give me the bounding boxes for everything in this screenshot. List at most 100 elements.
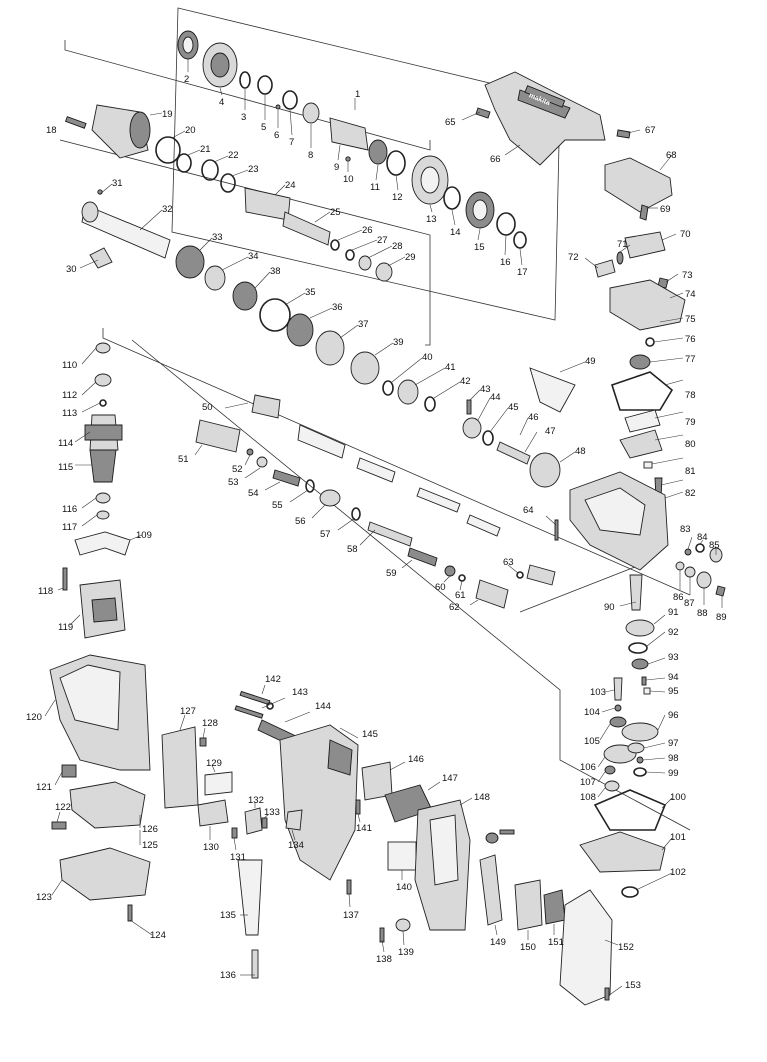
- part-86: [675, 561, 685, 571]
- label-52: 52: [232, 464, 243, 475]
- part-150: [514, 879, 543, 931]
- label-91: 91: [668, 607, 679, 618]
- part-102: [621, 886, 639, 898]
- label-126: 126: [142, 824, 158, 835]
- label-112: 112: [62, 390, 77, 401]
- part-137: [346, 879, 352, 895]
- label-84: 84: [697, 532, 708, 543]
- label-43: 43: [480, 384, 491, 395]
- label-135: 135: [220, 910, 236, 921]
- part-100: [593, 789, 667, 831]
- label-26: 26: [362, 225, 373, 236]
- label-102: 102: [670, 867, 686, 878]
- part-69: [639, 204, 649, 221]
- label-63: 63: [503, 557, 514, 568]
- label-32: 32: [162, 204, 173, 215]
- label-71: 71: [617, 239, 628, 250]
- part-87: [684, 566, 696, 578]
- part-62: [475, 579, 509, 609]
- rear-housing: [234, 690, 613, 1006]
- part-38: [232, 281, 258, 311]
- part-132: [244, 807, 263, 835]
- label-92: 92: [668, 627, 679, 638]
- part-74: [609, 279, 686, 331]
- label-138: 138: [376, 954, 392, 965]
- part-26: [330, 239, 340, 251]
- label-97: 97: [668, 738, 679, 749]
- label-22: 22: [228, 150, 239, 161]
- part-128: [199, 737, 207, 747]
- part-153: [604, 987, 610, 1001]
- part-49: [529, 367, 576, 413]
- part-140: [387, 841, 417, 871]
- label-108: 108: [580, 792, 596, 803]
- part-94: [641, 676, 647, 686]
- label-58: 58: [347, 544, 358, 555]
- label-153: 153: [625, 980, 641, 991]
- label-77: 77: [685, 354, 696, 365]
- part-72: [594, 259, 616, 278]
- part-123: [59, 847, 151, 901]
- label-95: 95: [668, 686, 679, 697]
- label-55: 55: [272, 500, 283, 511]
- label-87: 87: [684, 598, 695, 609]
- label-45: 45: [508, 402, 519, 413]
- label-151: 151: [548, 937, 564, 948]
- part-79: [619, 429, 663, 459]
- part-20: [155, 136, 181, 164]
- part-43: [466, 399, 472, 415]
- label-62: 62: [449, 602, 460, 613]
- part-80: [643, 461, 653, 469]
- label-38: 38: [270, 266, 281, 277]
- part-30: [89, 247, 113, 269]
- part-76: [645, 337, 655, 347]
- part-124: [127, 904, 133, 922]
- part-53: [256, 456, 268, 468]
- label-98: 98: [668, 753, 679, 764]
- label-103: 103: [590, 687, 606, 698]
- part-31: [97, 189, 103, 195]
- part-47: [496, 441, 531, 465]
- label-33: 33: [212, 232, 223, 243]
- label-96: 96: [668, 710, 679, 721]
- label-50: 50: [202, 402, 213, 413]
- label-144: 144: [315, 701, 331, 712]
- part-16: [496, 212, 516, 236]
- part-130: [197, 799, 229, 827]
- part-138: [379, 927, 385, 943]
- part-34: [204, 265, 226, 291]
- part-10: [345, 156, 351, 162]
- part-5: [257, 75, 273, 95]
- label-68: 68: [666, 150, 677, 161]
- part-68: [604, 157, 673, 213]
- label-121: 121: [36, 782, 52, 793]
- label-115: 115: [58, 462, 73, 473]
- label-136: 136: [220, 970, 236, 981]
- part-number-labels: 1 2 3 4 5 6 7 8 9 10 11 12 13 14 15 16 1…: [26, 74, 727, 991]
- label-59: 59: [386, 568, 397, 579]
- label-100: 100: [670, 792, 686, 803]
- label-18: 18: [46, 125, 57, 136]
- part-133: [261, 817, 268, 829]
- right-housing-parts: makita: [475, 71, 726, 597]
- label-125: 125: [142, 840, 158, 851]
- label-109: 109: [136, 530, 152, 541]
- label-118: 118: [38, 586, 53, 597]
- label-65: 65: [445, 117, 456, 128]
- part-131: [231, 827, 238, 839]
- part-129: [204, 771, 233, 796]
- label-9: 9: [334, 162, 339, 173]
- part-64: [554, 519, 559, 541]
- part-60: [444, 565, 456, 577]
- part-136: [251, 949, 259, 979]
- leader-lines: [44, 59, 723, 997]
- label-5: 5: [261, 122, 266, 133]
- label-70: 70: [680, 229, 691, 240]
- label-49: 49: [585, 356, 596, 367]
- label-152: 152: [618, 942, 634, 953]
- label-3: 3: [241, 112, 246, 123]
- label-119: 119: [58, 622, 73, 633]
- label-73: 73: [682, 270, 693, 281]
- label-47: 47: [545, 426, 556, 437]
